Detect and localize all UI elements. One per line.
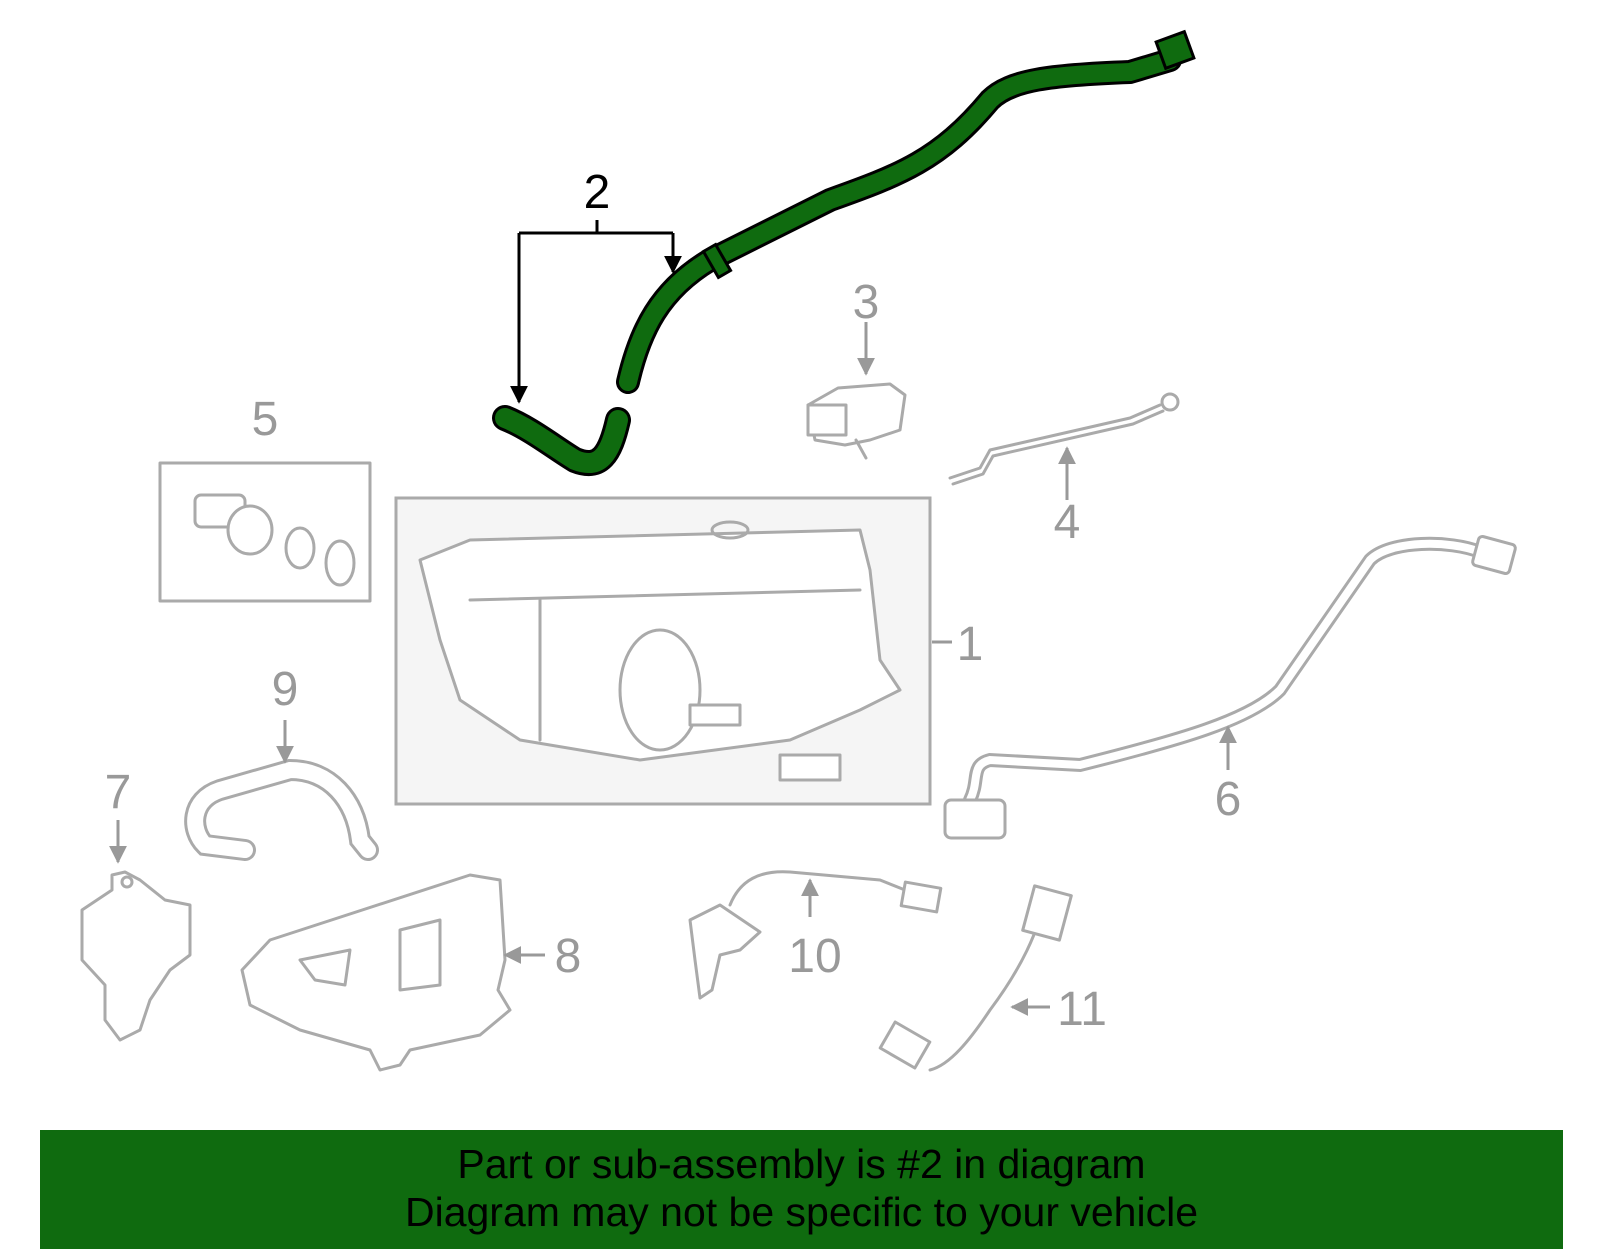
callout-2-leader <box>510 220 682 404</box>
part-2-hose-upper[interactable] <box>616 29 1196 394</box>
callout-1[interactable]: 1 <box>957 618 984 671</box>
part-10-sensor[interactable] <box>688 870 943 1000</box>
part-11-sensor[interactable] <box>878 884 1073 1072</box>
callout-9[interactable]: 9 <box>272 663 299 716</box>
part-5-valve-kit[interactable] <box>158 461 372 603</box>
callout-4[interactable]: 4 <box>1054 496 1081 549</box>
part-6-fuel-line[interactable] <box>943 534 1517 840</box>
caption-line-1: Part or sub-assembly is #2 in diagram <box>457 1141 1146 1187</box>
part-9-hose[interactable] <box>184 758 379 861</box>
part-2-hose-lower[interactable] <box>492 405 631 476</box>
part-7-bracket[interactable] <box>80 870 192 1042</box>
callout-6[interactable]: 6 <box>1215 773 1242 826</box>
callout-11[interactable]: 11 <box>1057 983 1107 1036</box>
callout-7[interactable]: 7 <box>105 766 132 819</box>
part-4-rod[interactable] <box>948 392 1180 486</box>
part-1-canister[interactable] <box>394 496 932 806</box>
callout-5[interactable]: 5 <box>252 393 279 446</box>
callout-8[interactable]: 8 <box>555 930 582 983</box>
part-8-shield[interactable] <box>240 873 512 1072</box>
caption-banner: Part or sub-assembly is #2 in diagram Di… <box>40 1130 1563 1249</box>
caption-line-2: Diagram may not be specific to your vehi… <box>404 1189 1198 1235</box>
callout-10[interactable]: 10 <box>788 930 841 983</box>
part-3-sensor[interactable] <box>806 382 907 460</box>
callout-2[interactable]: 2 <box>584 166 611 219</box>
callout-3[interactable]: 3 <box>853 276 880 329</box>
